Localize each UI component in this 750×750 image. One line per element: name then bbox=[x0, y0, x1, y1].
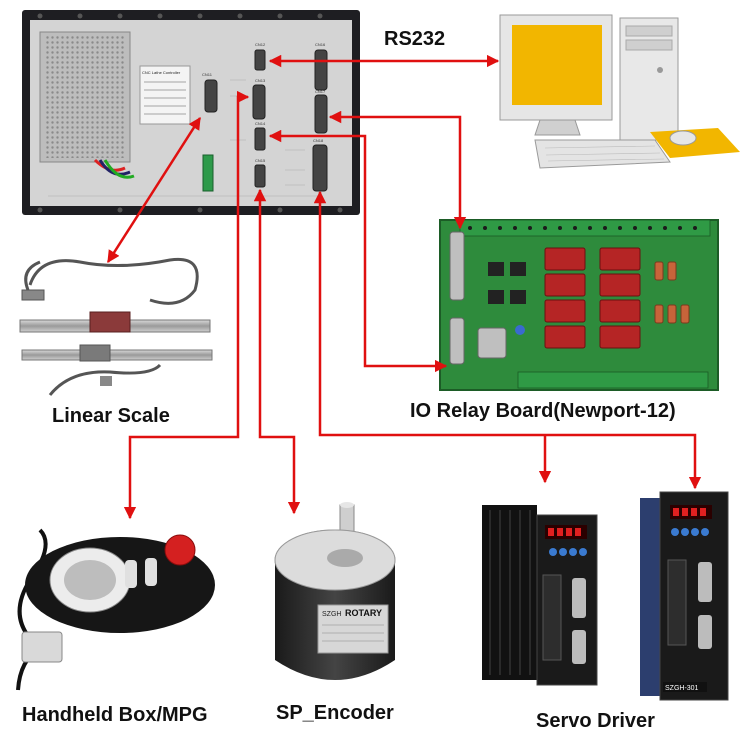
computer bbox=[499, 14, 740, 169]
svg-text:CN11: CN11 bbox=[202, 72, 213, 77]
svg-text:CN12: CN12 bbox=[255, 42, 266, 47]
svg-text:CN14: CN14 bbox=[255, 121, 266, 126]
linear-scale bbox=[19, 257, 213, 396]
label-servo-driver: Servo Driver bbox=[536, 710, 655, 732]
pc-tower bbox=[619, 17, 679, 141]
encoder-link bbox=[253, 188, 301, 515]
connection-lines bbox=[106, 54, 702, 520]
encoder-brand: SZGH bbox=[322, 611, 341, 618]
mouse bbox=[669, 130, 697, 146]
svg-text:CN17: CN17 bbox=[315, 89, 326, 94]
servo-driver-right: SZGH-301 bbox=[640, 491, 729, 701]
label-io-relay-board: IO Relay Board(Newport-12) bbox=[410, 400, 676, 422]
monitor-screen bbox=[512, 25, 602, 105]
mpg-link bbox=[123, 90, 250, 520]
svg-text:CN13: CN13 bbox=[255, 78, 266, 83]
label-linear-scale: Linear Scale bbox=[52, 405, 170, 427]
svg-text:CN15: CN15 bbox=[255, 158, 266, 163]
encoder-text: ROTARY bbox=[345, 608, 382, 618]
servo-driver-left bbox=[482, 505, 598, 686]
handheld-mpg bbox=[16, 528, 215, 691]
svg-text:CN18: CN18 bbox=[313, 138, 324, 143]
label-rs232: RS232 bbox=[384, 28, 446, 50]
label-sp-encoder: SP_Encoder bbox=[276, 702, 394, 724]
terminal-strip-bottom bbox=[517, 371, 709, 389]
controller-title: CNC Lathe Controller bbox=[142, 70, 181, 75]
terminal-block bbox=[202, 154, 214, 192]
terminal-strip-top bbox=[459, 219, 711, 237]
servo-model: SZGH-301 bbox=[665, 685, 699, 692]
servo-link bbox=[313, 190, 702, 490]
svg-text:CN16: CN16 bbox=[315, 42, 326, 47]
sp-encoder: SZGH ROTARY bbox=[274, 502, 396, 680]
io-relay-board bbox=[439, 219, 719, 391]
cnc-controller: CNC Lathe Controller CN11 CN12 CN13 CN14… bbox=[22, 10, 360, 215]
label-handheld-box: Handheld Box/MPG bbox=[22, 704, 208, 726]
